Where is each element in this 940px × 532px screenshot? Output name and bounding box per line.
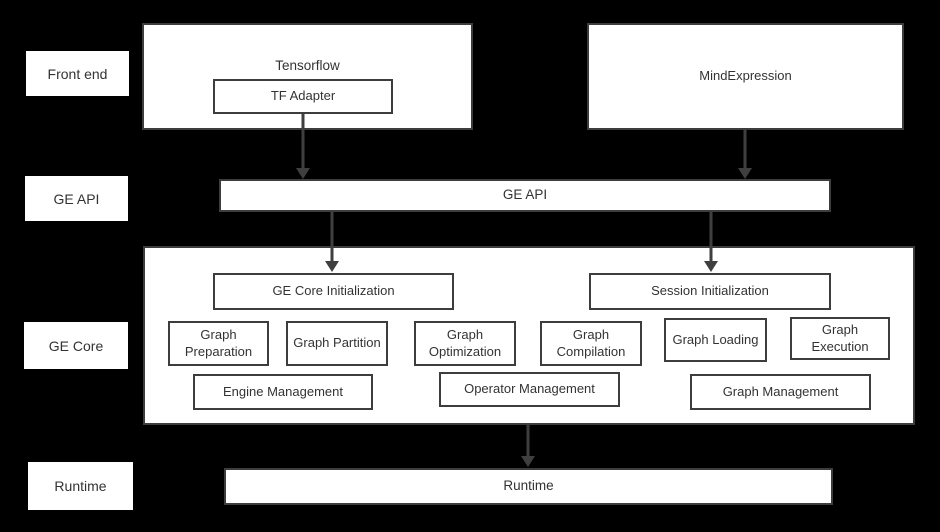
runtime-bar: Runtime	[224, 468, 833, 505]
arrow-head-icon	[704, 261, 718, 272]
arrow-line	[526, 425, 530, 458]
session-initialization-box: Session Initialization	[589, 273, 831, 310]
arrow-line	[301, 114, 305, 170]
arrow-ge-api-to-ge-core-initialization-icon	[324, 212, 340, 272]
graph-loading-box: Graph Loading	[664, 318, 767, 362]
arrow-head-icon	[738, 168, 752, 179]
engine-management-box: Engine Management	[193, 374, 373, 410]
arrow-ge-core-to-runtime-icon	[520, 425, 536, 467]
arrow-head-icon	[521, 456, 535, 467]
arrow-mindexpression-to-ge-api-icon	[737, 130, 753, 179]
arrow-ge-api-to-session-initialization-icon	[703, 212, 719, 272]
row-label-runtime: Runtime	[28, 462, 133, 510]
arrow-line	[743, 130, 747, 170]
graph-execution-box: Graph Execution	[790, 317, 890, 360]
row-label-front-end: Front end	[26, 51, 129, 96]
tensorflow-label: Tensorflow	[275, 58, 340, 73]
ge-api-bar: GE API	[219, 179, 831, 212]
graph-partition-box: Graph Partition	[286, 321, 388, 366]
arrow-tf-adapter-to-ge-api-icon	[295, 114, 311, 179]
graph-management-box: Graph Management	[690, 374, 871, 410]
graph-preparation-box: Graph Preparation	[168, 321, 269, 366]
arrow-head-icon	[296, 168, 310, 179]
mindexpression-box: MindExpression	[587, 23, 904, 130]
arrow-head-icon	[325, 261, 339, 272]
graph-optimization-box: Graph Optimization	[414, 321, 516, 366]
row-label-ge-api: GE API	[25, 176, 128, 221]
arrow-line	[330, 212, 334, 263]
tf-adapter-box: TF Adapter	[213, 79, 393, 114]
operator-management-box: Operator Management	[439, 372, 620, 407]
graph-compilation-box: Graph Compilation	[540, 321, 642, 366]
arrow-line	[709, 212, 713, 263]
ge-core-initialization-box: GE Core Initialization	[213, 273, 454, 310]
row-label-ge-core: GE Core	[24, 322, 128, 369]
